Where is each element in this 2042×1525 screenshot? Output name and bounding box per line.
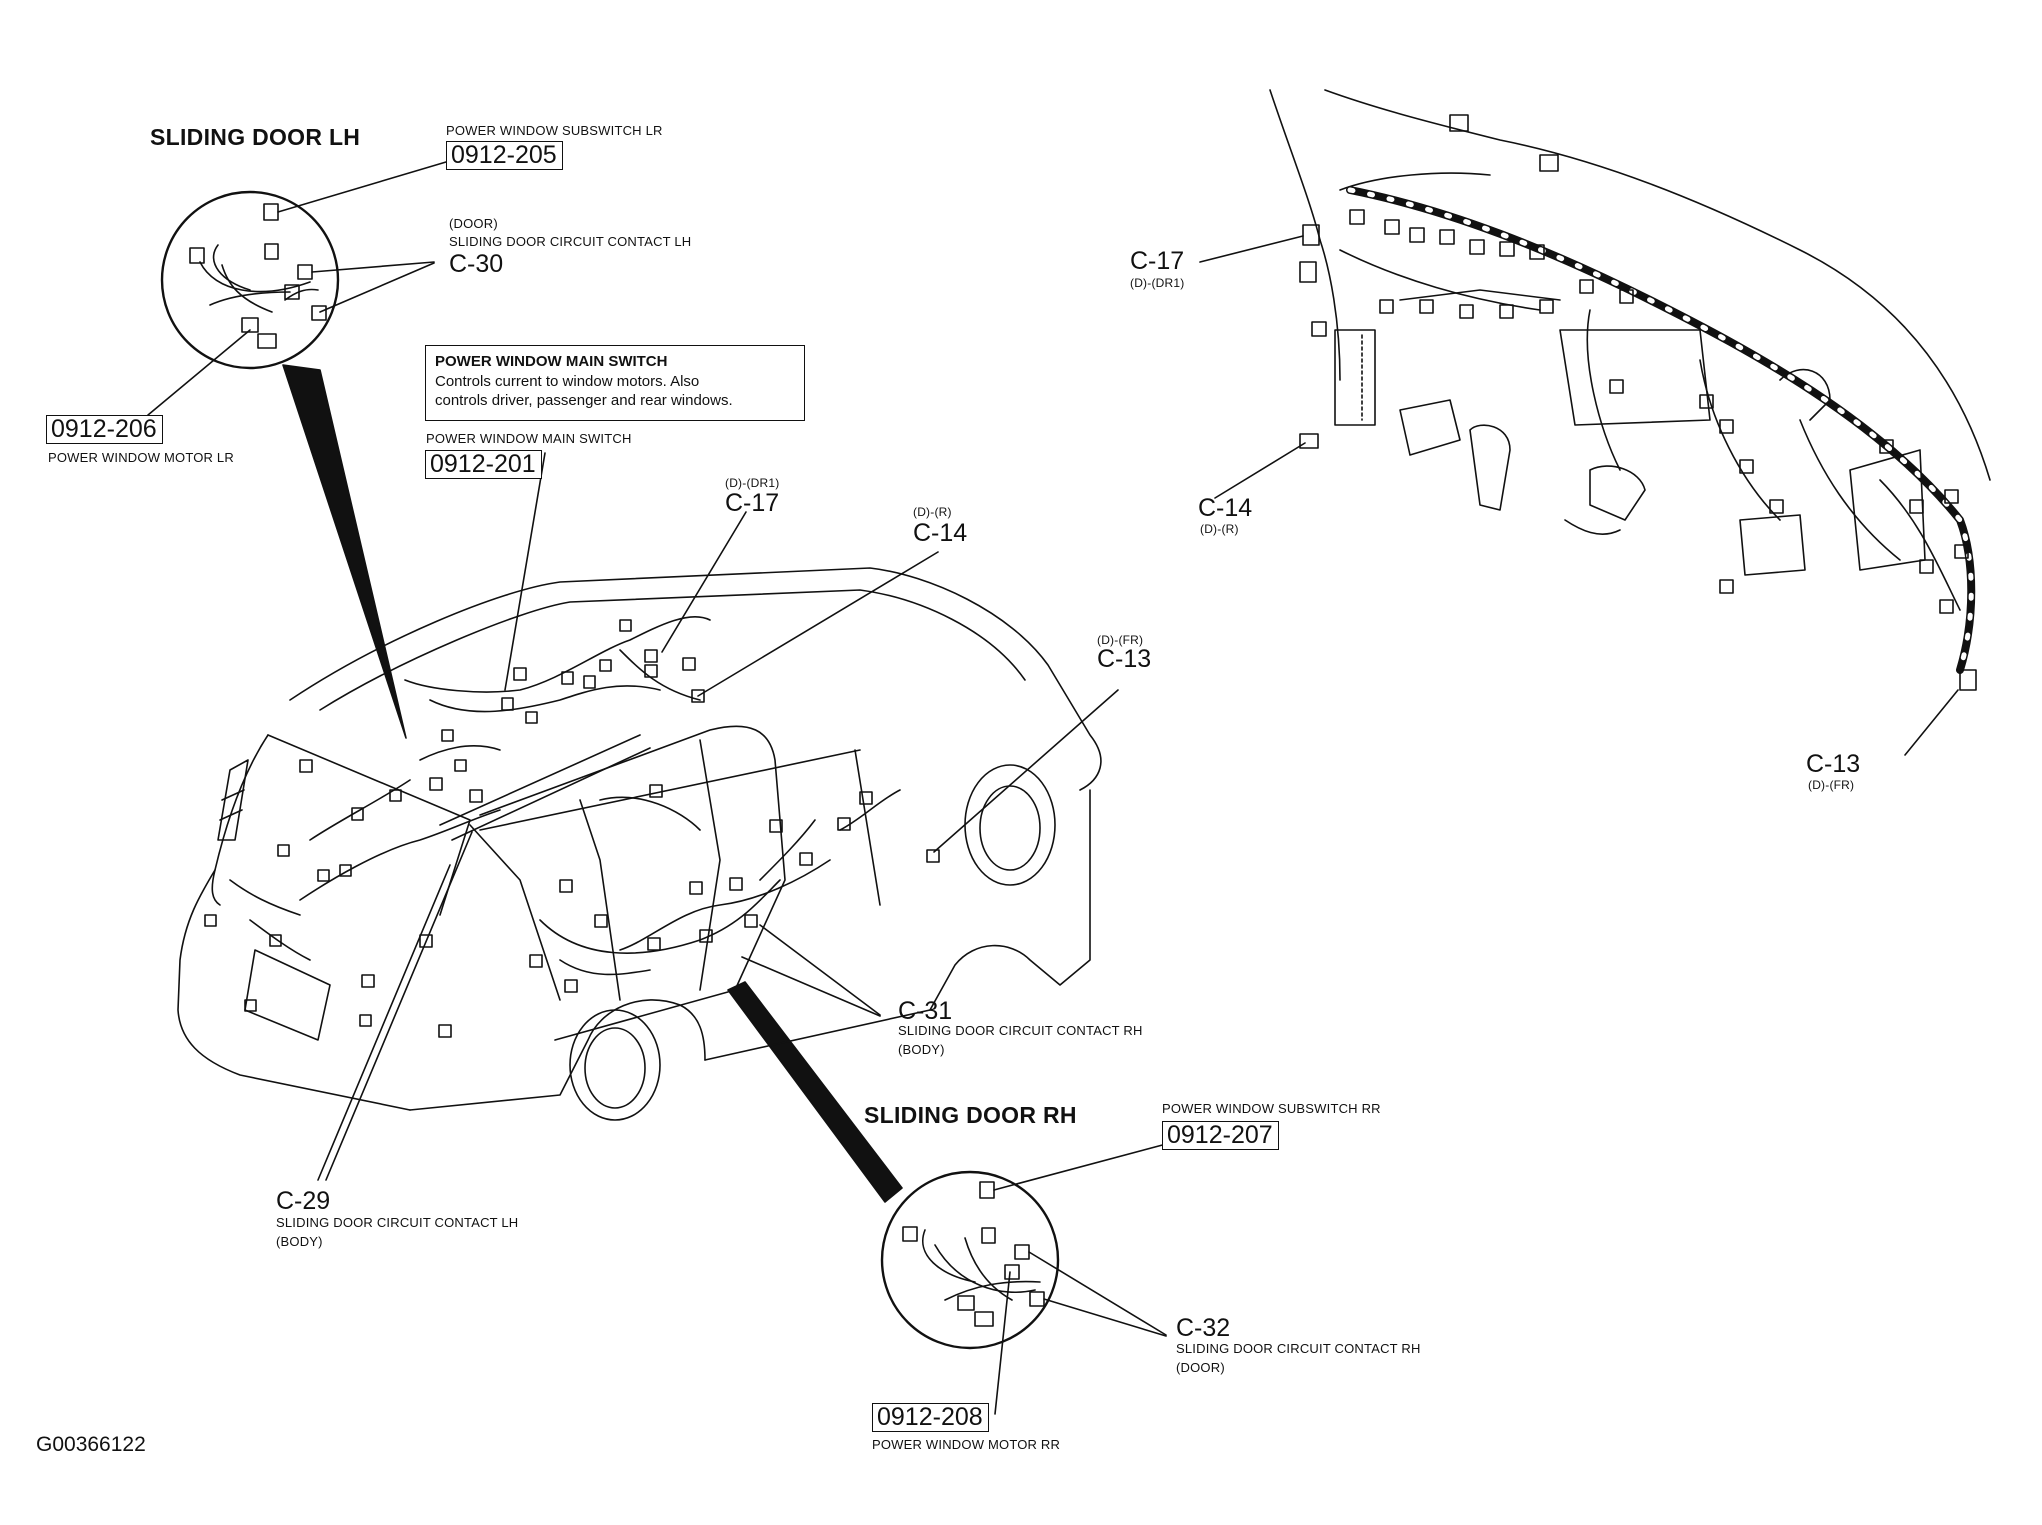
motor-lr-ref: 0912-206 xyxy=(46,415,163,444)
motor-lr-label: POWER WINDOW MOTOR LR xyxy=(48,450,234,465)
dash-c14-code: C-14 xyxy=(1198,494,1253,522)
vehicle-harness xyxy=(204,616,940,1038)
main-switch-ref: 0912-201 xyxy=(425,450,542,479)
lh-connector xyxy=(241,317,259,333)
dash-c17-sub: (D)-(DR1) xyxy=(1130,276,1185,290)
c14-code: C-14 xyxy=(913,519,968,547)
c32-desc: SLIDING DOOR CIRCUIT CONTACT RH xyxy=(1176,1341,1421,1356)
vehicle-outline xyxy=(177,567,1102,1121)
c32-post: (DOOR) xyxy=(1176,1360,1225,1375)
c30-desc: SLIDING DOOR CIRCUIT CONTACT LH xyxy=(449,234,692,249)
van-leader-lines xyxy=(317,452,1119,1181)
c30-prefix: (DOOR) xyxy=(449,216,498,231)
c17-code: C-17 xyxy=(725,489,780,517)
subswitch-rr-label: POWER WINDOW SUBSWITCH RR xyxy=(1162,1101,1381,1116)
lh-connector xyxy=(284,284,300,300)
subswitch-lr-label: POWER WINDOW SUBSWITCH LR xyxy=(446,123,663,138)
rh-connector xyxy=(981,1227,996,1244)
lh-connector xyxy=(311,305,327,321)
c31-desc: SLIDING DOOR CIRCUIT CONTACT RH xyxy=(898,1023,1143,1038)
lh-connector xyxy=(263,203,279,221)
main-switch-label: POWER WINDOW MAIN SWITCH xyxy=(426,431,632,446)
dash-c14-sub: (D)-(R) xyxy=(1200,522,1239,536)
lh-connector xyxy=(297,264,313,280)
c13-code: C-13 xyxy=(1097,645,1152,673)
sliding-door-lh-title: SLIDING DOOR LH xyxy=(150,124,361,150)
c31-code: C-31 xyxy=(898,997,953,1025)
lh-connector xyxy=(264,243,279,260)
note-line-2: controls driver, passenger and rear wind… xyxy=(435,392,733,409)
dashboard-harness xyxy=(1199,89,1991,756)
sliding-door-lh-detail xyxy=(147,161,447,739)
c13-sub: (D)-(FR) xyxy=(1097,633,1144,647)
lh-connector xyxy=(257,333,277,349)
c30-code: C-30 xyxy=(449,250,504,278)
rh-detail-pointer xyxy=(727,981,903,1203)
rh-detail-circle xyxy=(880,1170,1060,1350)
subswitch-rr-ref: 0912-207 xyxy=(1162,1121,1279,1150)
c17-sub: (D)-(DR1) xyxy=(725,476,780,490)
c32-code: C-32 xyxy=(1176,1314,1231,1342)
rh-connector xyxy=(1014,1244,1030,1260)
rh-connector xyxy=(957,1295,975,1311)
c29-code: C-29 xyxy=(276,1187,331,1215)
subswitch-lr-ref: 0912-205 xyxy=(446,141,563,170)
c14-sub: (D)-(R) xyxy=(913,505,952,519)
c29-post: (BODY) xyxy=(276,1234,323,1249)
lh-detail-circle xyxy=(160,190,340,370)
motor-rr-ref: 0912-208 xyxy=(872,1403,989,1432)
rh-connector xyxy=(902,1226,918,1242)
c29-desc: SLIDING DOOR CIRCUIT CONTACT LH xyxy=(276,1215,519,1230)
figure-id: G00366122 xyxy=(36,1433,146,1456)
c31-post: (BODY) xyxy=(898,1042,945,1057)
dash-c17-code: C-17 xyxy=(1130,247,1185,275)
lh-connector xyxy=(189,247,205,264)
note-title: POWER WINDOW MAIN SWITCH xyxy=(435,353,668,370)
junction-box xyxy=(1334,329,1376,426)
sliding-door-rh-title: SLIDING DOOR RH xyxy=(864,1102,1077,1128)
front-wheel xyxy=(964,764,1056,886)
dash-c13-sub: (D)-(FR) xyxy=(1808,778,1855,792)
rh-connector xyxy=(979,1181,995,1199)
lh-detail-pointer xyxy=(282,364,407,739)
rh-connector xyxy=(1029,1291,1045,1307)
motor-rr-label: POWER WINDOW MOTOR RR xyxy=(872,1437,1061,1452)
rh-connector xyxy=(1004,1264,1020,1280)
note-line-1: Controls current to window motors. Also xyxy=(435,372,700,390)
rh-connector xyxy=(974,1311,994,1327)
dash-c13-code: C-13 xyxy=(1806,750,1861,778)
sliding-door-rh-detail xyxy=(727,981,1171,1415)
main-switch-note: POWER WINDOW MAIN SWITCH Controls curren… xyxy=(425,345,805,421)
rear-wheel xyxy=(569,1009,661,1121)
